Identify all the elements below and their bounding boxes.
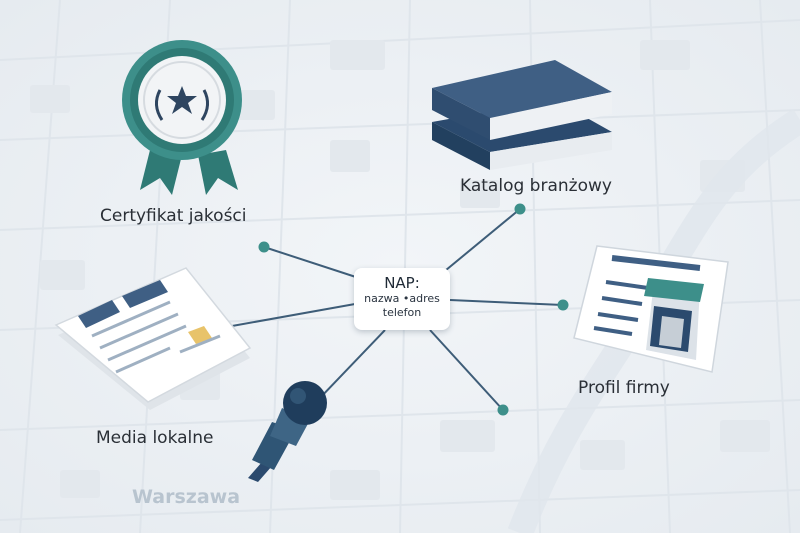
dot-certificate [258,241,270,253]
label-certificate: Certyfikat jakości [100,206,247,226]
nap-hub: NAP: nazwa •adres telefon [354,268,450,330]
line-media [231,303,356,327]
dot-profile [557,299,569,311]
label-media: Media lokalne [96,428,214,448]
connector-lines [231,208,564,411]
dot-bottom [497,404,509,416]
storefront-profile-icon [573,245,729,373]
microphone-icon [248,381,327,482]
line-profile [449,299,564,306]
line-catalog [439,208,521,276]
line-microphone [317,329,386,401]
books-icon [432,60,612,170]
nap-line-phone: telefon [382,306,422,319]
dot-catalog [514,203,526,215]
label-profile: Profil firmy [578,378,670,398]
city-label: Warszawa [132,486,241,508]
nap-line-name-address: nazwa •adres [364,292,440,305]
line-bottom [429,329,504,411]
label-catalog: Katalog branżowy [460,176,612,196]
newspaper-icon [54,267,252,410]
ribbon-award-icon [122,40,242,195]
line-certificate [263,246,366,281]
nap-title: NAP: [384,274,420,292]
connector-dots [258,203,569,416]
